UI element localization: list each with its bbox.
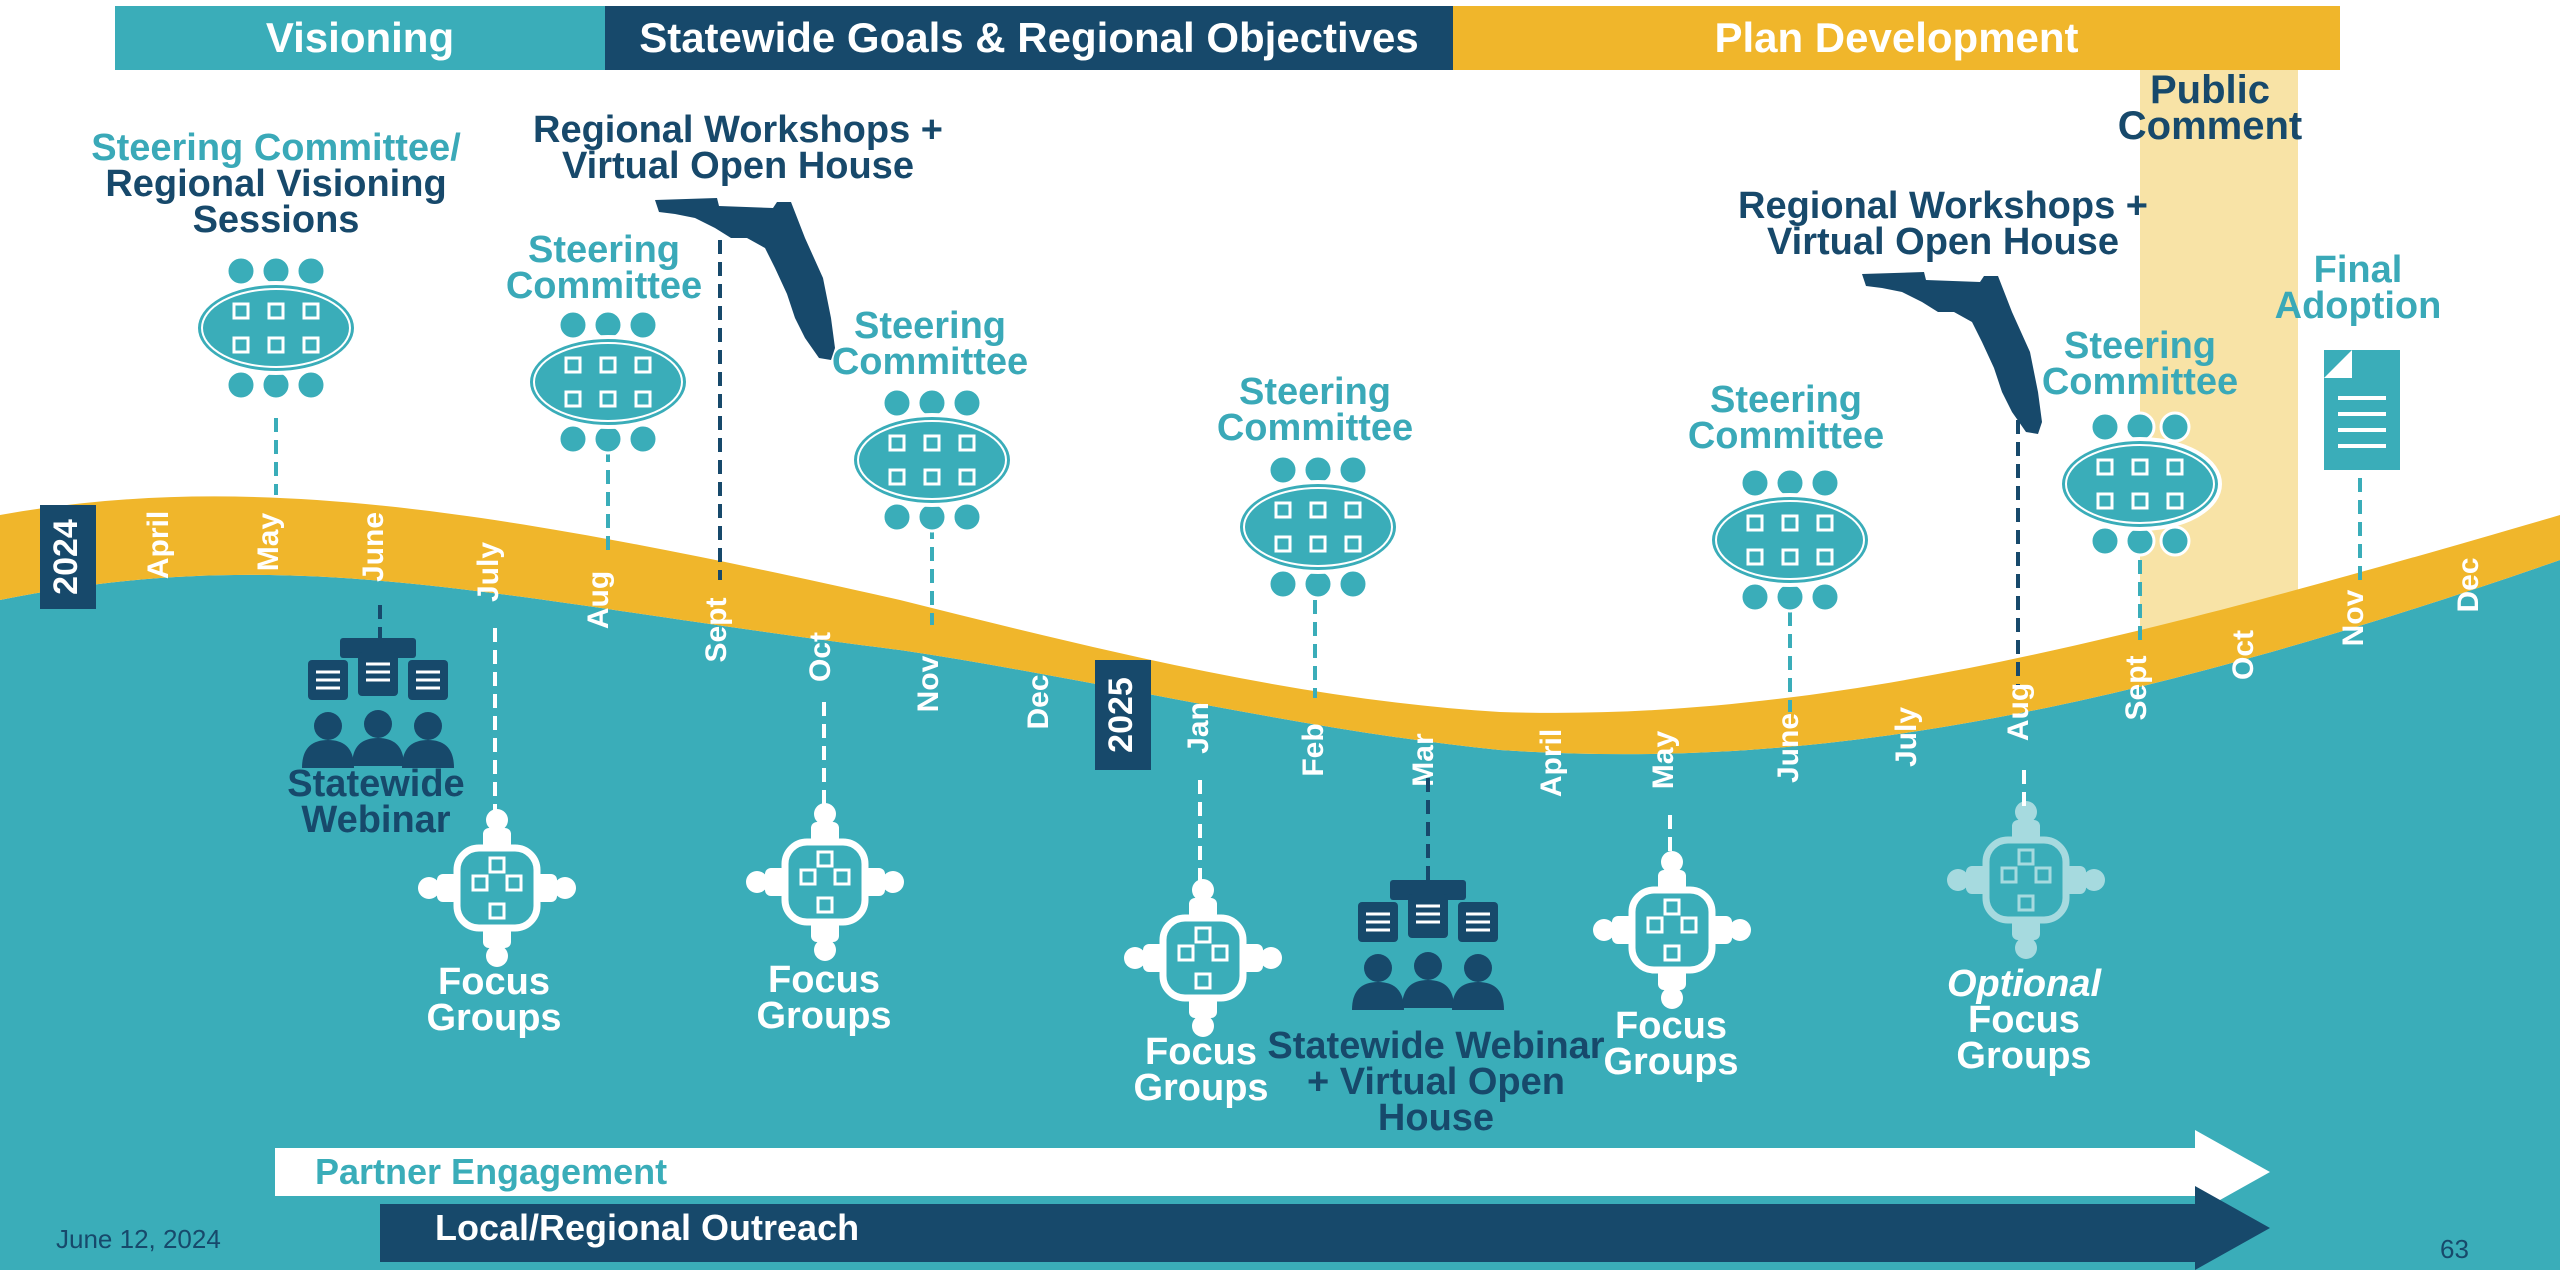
webinar-2-label: Statewide Webinar + Virtual Open House xyxy=(1267,1025,1605,1139)
year-label: 2024 xyxy=(47,519,85,595)
focus-optional-label: Optional Focus Groups xyxy=(1946,963,2102,1077)
month-label: Dec xyxy=(2452,557,2485,612)
committee-table-icon xyxy=(1708,467,1872,613)
phase-plan-development: Plan Development xyxy=(1453,6,2340,70)
month-label: Aug xyxy=(582,571,615,629)
steering-visioning-label: Steering Committee/ Regional Visioning S… xyxy=(91,127,461,241)
month-label: Aug xyxy=(2002,683,2035,741)
month-label: May xyxy=(1647,731,1680,790)
timeline-ribbon xyxy=(0,496,2560,755)
month-label: April xyxy=(1535,729,1568,797)
timeline-lower-field xyxy=(0,560,2560,1270)
month-label: Dec xyxy=(1022,674,1055,729)
focus-group-icon xyxy=(1947,801,2105,959)
month-label: June xyxy=(357,512,390,582)
month-label: April xyxy=(142,511,175,579)
month-label: Oct xyxy=(804,632,837,682)
webinar-icon xyxy=(1352,880,1504,1010)
month-label: June xyxy=(1772,713,1805,783)
focus-group-icon xyxy=(418,809,576,967)
footer-date: June 12, 2024 xyxy=(56,1224,221,1254)
phase-visioning: Visioning xyxy=(115,6,605,70)
month-label: Sept xyxy=(700,597,733,662)
committee-table-icon xyxy=(1236,454,1400,600)
month-label: Nov xyxy=(2337,589,2370,646)
year-label: 2025 xyxy=(1102,677,1140,753)
month-label: May xyxy=(252,513,285,572)
committee-table-icon xyxy=(194,255,358,401)
year-badge xyxy=(1095,660,1151,770)
committee-table-icon xyxy=(850,387,1014,533)
month-label: Mar xyxy=(1407,733,1440,787)
phase-goals-objectives: Statewide Goals & Regional Objectives xyxy=(605,6,1453,70)
month-label: Nov xyxy=(912,655,945,712)
focus-group-icon xyxy=(1124,879,1282,1037)
webinar-icon xyxy=(302,638,454,768)
florida-map-icon xyxy=(1862,272,2042,434)
focus-group-icon xyxy=(1593,851,1751,1009)
workshop-2-label: Regional Workshops +Virtual Open House xyxy=(1738,185,2148,263)
month-label: Feb xyxy=(1297,723,1330,776)
month-label: July xyxy=(472,542,505,602)
focus-group-icon xyxy=(746,803,904,961)
committee-table-icon xyxy=(2058,411,2222,557)
month-label: Jan xyxy=(1182,702,1215,754)
page-number: 63 xyxy=(2440,1234,2469,1264)
workshop-1-label: Regional Workshops +Virtual Open House xyxy=(533,109,943,187)
florida-map-icon xyxy=(655,198,835,360)
local-outreach-label: Local/Regional Outreach xyxy=(435,1207,860,1248)
document-icon xyxy=(2324,350,2400,470)
month-label: Oct xyxy=(2227,630,2260,680)
committee-table-icon xyxy=(526,309,690,455)
year-badge xyxy=(40,505,96,609)
month-label: July xyxy=(1890,707,1923,767)
partner-engagement-label: Partner Engagement xyxy=(315,1151,668,1192)
month-label: Sept xyxy=(2120,655,2153,720)
